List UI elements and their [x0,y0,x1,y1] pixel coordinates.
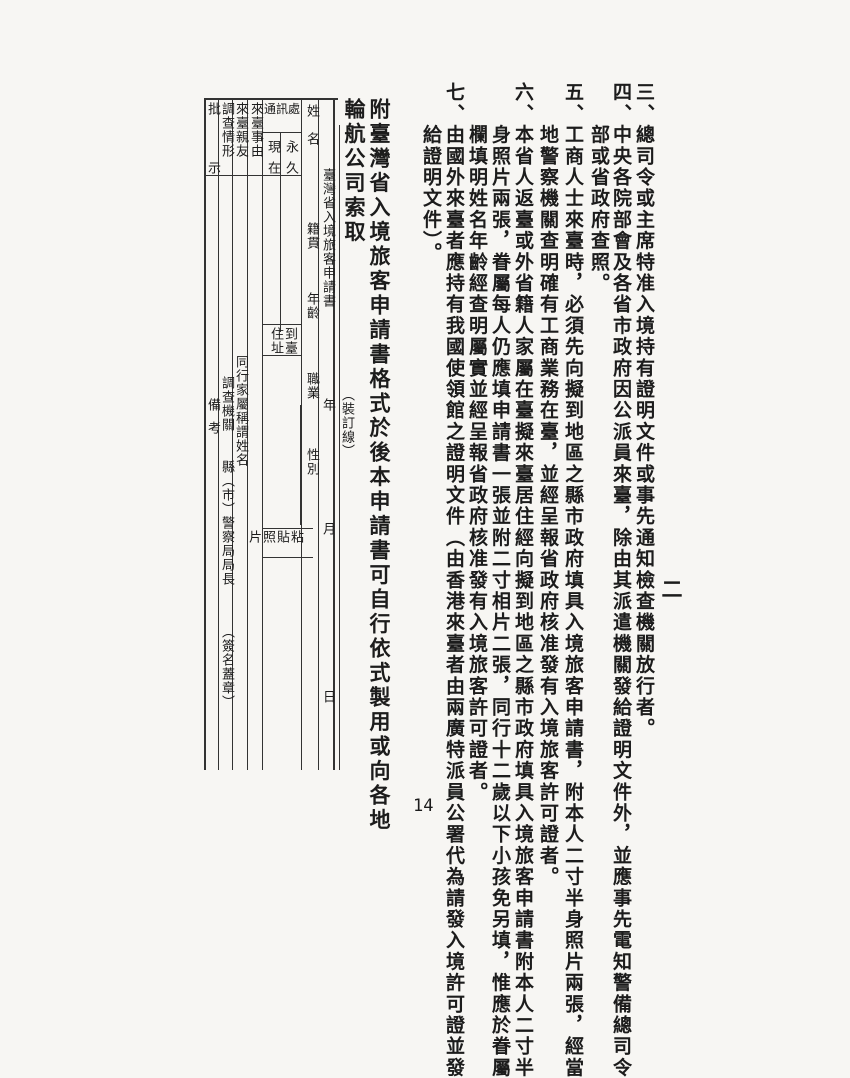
form-line [280,132,281,332]
form-left-border [204,98,206,770]
investigating-agency-label: 調查機關 [219,376,234,432]
form-line [247,98,248,770]
permanent-label: 永久 [283,140,298,182]
paragraph: 四、中央各院部會及各省市政府因公派員來臺，除由其派遣機關發給證明文件外，並應事先… [610,82,632,1078]
form-line [263,528,313,529]
paragraph: 身照片兩張，眷屬每人仍應填申請書一張並附二寸相片二張，同行十二歲以下小孩免另填，… [489,82,511,1078]
month-label: 月 [320,522,335,536]
photo-label: 粘貼照片 [246,530,303,547]
form-line [218,98,219,770]
form-line [262,98,263,770]
paragraph: 六、本省人返臺或外省籍人家屬在臺擬來臺居住經向擬到地區之縣市政府填具入境旅客申請… [512,82,534,1078]
police-chief-label: 縣（市）警察局局長 [219,460,234,586]
form-line [263,324,301,325]
form-line [263,132,301,133]
sex-label: 性別 [304,448,319,476]
form-top-border [204,98,338,100]
paragraph: 欄填明姓名年齡經查明屬實並經呈報省政府核准發有入境旅客許可證者。 [466,82,488,803]
appendix-title-line: 附臺灣省入境旅客申請書格式於後本申請書可自行依式製用或向各地 [367,98,392,833]
section-marker: 二 [659,578,684,603]
page-number: 14 [413,796,434,816]
form-line [300,405,301,525]
paragraph: 給證明文件）。 [420,82,442,264]
form-right-border-outer [339,125,340,770]
relatives-label: 來臺親友 [233,102,248,158]
investigation-label: 調查情形 [219,102,234,158]
family-label: 同行家屬稱謂姓名 [233,355,248,467]
form-right-border [333,98,335,770]
form-line [318,98,319,770]
age-label: 年齡 [304,292,319,320]
form-line [263,557,313,558]
appendix-title-line: 輪航公司索取 [342,98,367,245]
remarks-label: 備考 [205,398,220,444]
binding-line-label: （裝訂線） [339,388,354,458]
year-label: 年 [320,398,335,412]
form-line [232,98,233,770]
form-title: 臺灣省入境旅客申請書 [320,168,335,308]
reason-label: 來臺事由 [248,102,263,158]
address-label: 通訊處 [263,102,300,116]
paragraph: 部或省政府查照。 [588,82,610,294]
instruction-label: 批示 [205,102,220,220]
signature-label: （簽名蓋章） [219,625,234,709]
paragraph: 三、總司令或主席特准入境持有證明文件或事先通知檢查機關放行者。 [633,82,655,740]
form-line [263,355,301,356]
name-label: 姓 名 [304,104,319,146]
form-line [301,98,302,770]
occupation-label: 職業 [304,372,319,400]
current-label: 現在 [265,140,280,182]
paragraph: 地警察機關查明確有工商業務在臺，並經呈報省政府核准發有入境旅客許可證者。 [537,82,559,888]
form-header-line [204,175,301,176]
native-place-label: 籍貫 [304,222,319,250]
paragraph: 五、工商人士來臺時，必須先向擬到地區之縣市政府填具入境旅客申請書，附本人二寸半身… [562,82,584,1078]
arrival-address-label: 到臺住址 [268,327,297,355]
paragraph: 七、由國外來臺者應持有我國使領館之證明文件（由香港來臺者由兩廣特派員公署代為請發… [443,82,465,1078]
day-label: 日 [320,690,335,704]
